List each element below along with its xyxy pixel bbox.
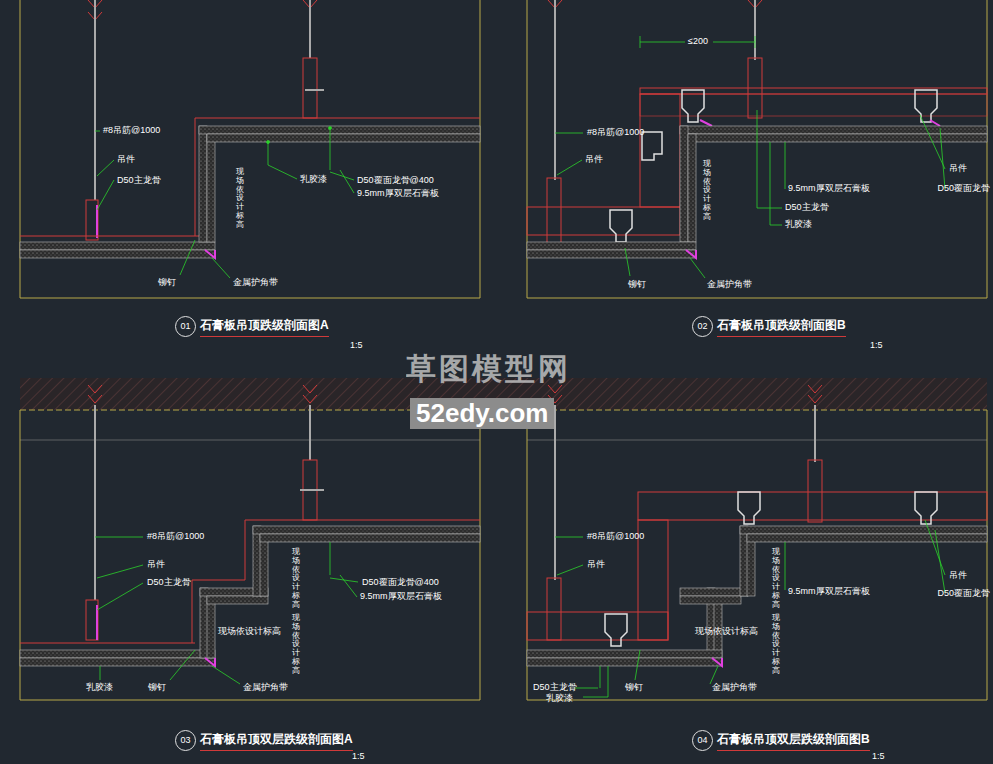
drawing-title-callout: 04石膏板吊顶双层跌级剖面图B — [692, 730, 870, 751]
section-title: 石膏板吊顶跌级剖面图B — [717, 317, 846, 337]
drawing-title-callout: 03石膏板吊顶双层跌级剖面图A — [175, 730, 353, 751]
annotation: 吊件 — [147, 560, 165, 570]
annotation: 铆钉 — [158, 278, 176, 288]
annotation: 9.5mm厚双层石膏板 — [788, 184, 870, 194]
annotation: 乳胶漆 — [86, 683, 113, 693]
section-title: 石膏板吊顶双层跌级剖面图A — [200, 731, 353, 751]
annotation: D50主龙骨 — [533, 683, 577, 693]
section-title: 石膏板吊顶跌级剖面图A — [200, 317, 329, 337]
annotation: D50覆面龙骨 — [937, 589, 990, 599]
vertical-note: 现场依设计标高 — [292, 614, 300, 676]
annotation: 9.5mm厚双层石膏板 — [360, 592, 442, 602]
vertical-note: 现场依设计标高 — [772, 548, 780, 610]
annotation: D50覆面龙骨@400 — [362, 578, 439, 588]
vertical-note: 现场依设计标高 — [236, 168, 244, 230]
annotation: D50主龙骨 — [785, 203, 829, 213]
callout-number: 02 — [692, 316, 713, 337]
vertical-note: 现场依设计标高 — [772, 614, 780, 676]
callout-number: 03 — [175, 730, 196, 751]
annotation: 铆钉 — [625, 683, 643, 693]
annotation: D50覆面龙骨@400 — [357, 176, 434, 186]
drawing-title-callout: 01石膏板吊顶跌级剖面图A — [175, 316, 329, 337]
annotation: 9.5mm厚双层石膏板 — [788, 587, 870, 597]
annotation: 1:5 — [870, 341, 883, 351]
annotation: 吊件 — [949, 164, 967, 174]
vertical-note: 现场依设计标高 — [703, 160, 711, 222]
annotation: 现场依设计标高 — [695, 627, 758, 637]
vertical-note: 现场依设计标高 — [292, 548, 300, 610]
annotation: 乳胶漆 — [546, 694, 573, 704]
annotation: 乳胶漆 — [300, 175, 327, 185]
annotation: #8吊筋@1000 — [147, 532, 204, 542]
annotation: 吊件 — [587, 560, 605, 570]
annotation: 吊件 — [117, 155, 135, 165]
annotation: 铆钉 — [628, 280, 646, 290]
annotation: #8吊筋@1000 — [103, 126, 160, 136]
annotation: 金属护角带 — [707, 280, 752, 290]
annotation: 乳胶漆 — [785, 220, 812, 230]
annotation: 金属护角带 — [712, 683, 757, 693]
annotation: 金属护角带 — [233, 278, 278, 288]
annotation: 现场依设计标高 — [218, 627, 281, 637]
annotation: 1:5 — [872, 752, 885, 762]
watermark: 草图模型网 — [406, 352, 571, 385]
callout-number: 01 — [175, 316, 196, 337]
annotation: ≤200 — [688, 37, 708, 47]
callout-number: 04 — [692, 730, 713, 751]
annotation: D50主龙骨 — [147, 578, 191, 588]
annotation: 吊件 — [949, 571, 967, 581]
annotation: #8吊筋@1000 — [587, 128, 644, 138]
annotation: 金属护角带 — [243, 683, 288, 693]
annotation: 1:5 — [352, 752, 365, 762]
annotation: D50主龙骨 — [117, 176, 161, 186]
annotation: 铆钉 — [148, 683, 166, 693]
annotation: D50覆面龙骨 — [937, 184, 990, 194]
watermark: 52edy.com — [410, 398, 554, 429]
annotation: 1:5 — [350, 341, 363, 351]
annotation: 9.5mm厚双层石膏板 — [357, 189, 439, 199]
annotation: 吊件 — [585, 155, 603, 165]
drawing-title-callout: 02石膏板吊顶跌级剖面图B — [692, 316, 846, 337]
annotation: #8吊筋@1000 — [587, 532, 644, 542]
section-title: 石膏板吊顶双层跌级剖面图B — [717, 731, 870, 751]
